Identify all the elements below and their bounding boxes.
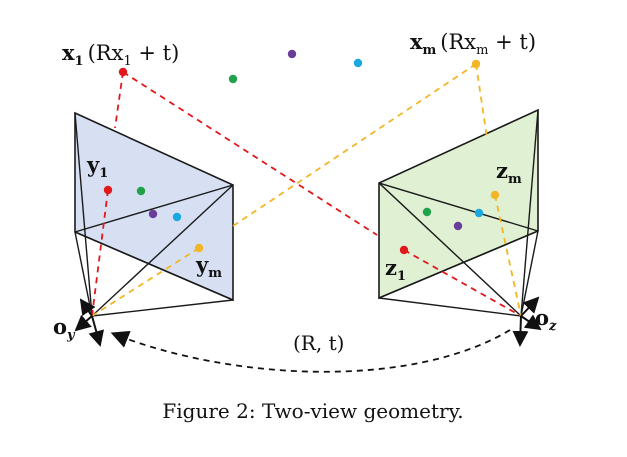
label-x1: x1(Rx1 + t): [62, 40, 179, 69]
point-xm-yellow: [471, 59, 481, 69]
point-x1-red: [118, 67, 128, 77]
point-right-purple: [453, 221, 463, 231]
point-left-purple: [148, 209, 158, 219]
left-plane-diagonal-2: [74, 231, 234, 301]
label-ym: ym: [195, 252, 222, 281]
point-right-green: [422, 207, 432, 217]
projection-rays: [91, 63, 522, 317]
yellow-ray-right-inner: [494, 194, 522, 317]
left-camera-frustum: [74, 111, 234, 317]
right-frustum-edge-right: [520, 230, 539, 317]
yellow-ray-right: [475, 63, 488, 139]
point-left-cyan: [172, 212, 182, 222]
point-purple: [287, 49, 297, 59]
point-y1-red: [103, 185, 113, 195]
label-zm: zm: [496, 158, 522, 187]
left-image-points: [103, 185, 204, 253]
point-right-cyan: [474, 208, 484, 218]
point-cyan: [353, 58, 363, 68]
point-ym-yellow: [194, 243, 204, 253]
left-plane-diagonal-1: [74, 184, 234, 233]
yellow-ray-left: [232, 63, 477, 227]
left-origin-axes: [74, 298, 104, 347]
right-frustum-edge-bottom: [378, 297, 522, 317]
right-plane-diagonal-2: [378, 230, 539, 299]
label-z1: z1: [385, 255, 406, 284]
label-oz: oz: [535, 305, 557, 334]
right-plane-diagonal-1: [378, 182, 539, 232]
point-z1-red: [399, 245, 409, 255]
point-green: [228, 74, 238, 84]
right-image-points: [399, 190, 500, 255]
world-points: [118, 49, 481, 84]
label-xm: xm(Rxm + t): [410, 29, 536, 58]
point-left-green: [136, 186, 146, 196]
left-frustum-edge-bottom: [91, 299, 234, 317]
left-frustum-edge-right: [91, 184, 234, 317]
right-frustum-edge-left: [378, 182, 522, 317]
figure-caption: Figure 2: Two-view geometry.: [162, 399, 463, 423]
right-frustum-edge-top: [520, 109, 539, 317]
relative-pose-arrow: [110, 329, 511, 373]
label-relative-pose: (R, t): [293, 331, 344, 355]
label-y1: y1: [86, 152, 108, 181]
right-origin-axes: [512, 296, 542, 347]
red-ray-right-inner: [403, 249, 522, 317]
point-zm-yellow: [490, 190, 500, 200]
red-ray-left: [114, 71, 124, 129]
left-frustum-edge-top: [74, 112, 93, 317]
label-oy: oy: [53, 314, 76, 343]
